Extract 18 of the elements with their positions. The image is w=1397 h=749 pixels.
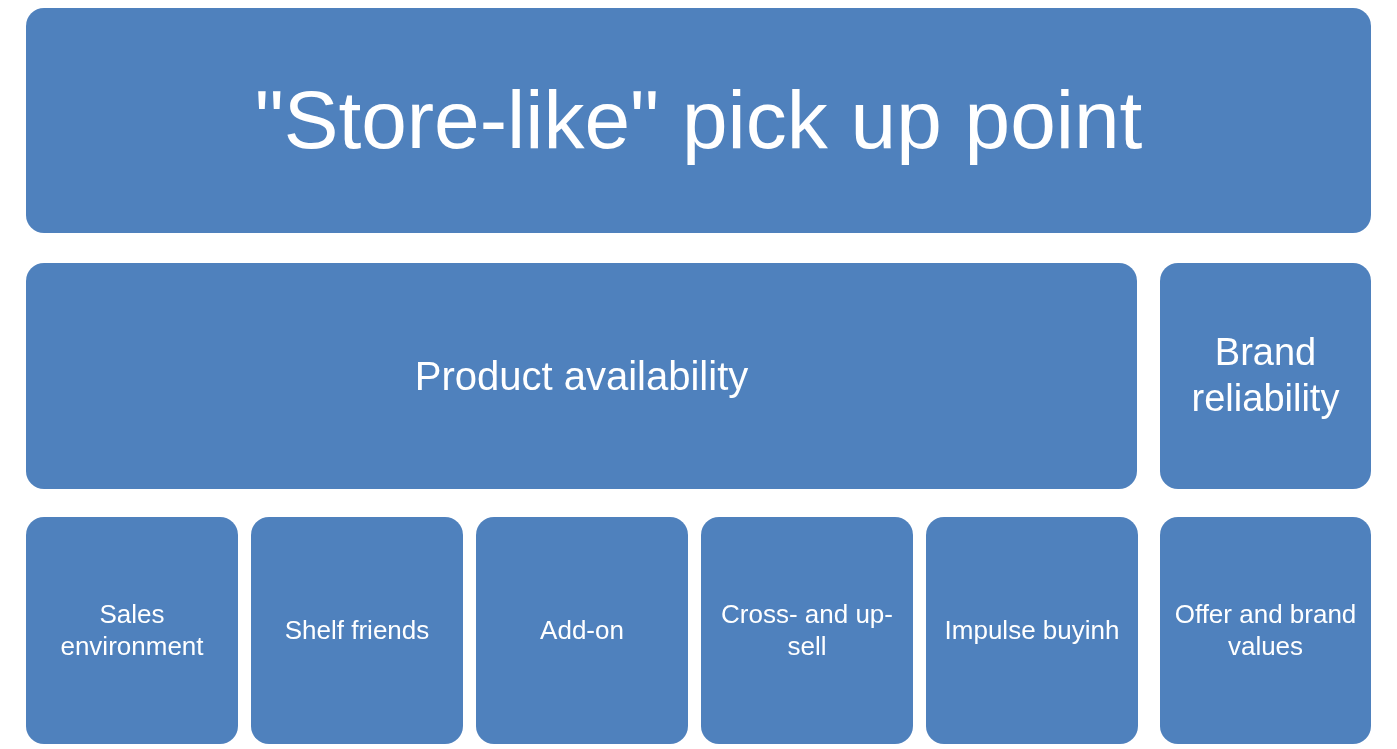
box-label: Brand reliability xyxy=(1190,330,1341,421)
box-label: Offer and brand values xyxy=(1173,599,1358,662)
box-label: Impulse buyinh xyxy=(944,614,1120,647)
box-label: "Store-like" pick up point xyxy=(254,73,1143,168)
box-label: Cross- and up-sell xyxy=(720,599,894,662)
box-label: Sales environment xyxy=(59,599,205,662)
box-label: Product availability xyxy=(414,353,749,400)
category-box xyxy=(1160,263,1371,489)
feature-box xyxy=(926,517,1138,744)
feature-box xyxy=(476,517,688,744)
box-label: Shelf friends xyxy=(284,614,430,647)
feature-box xyxy=(1160,517,1371,744)
feature-box xyxy=(251,517,463,744)
category-box xyxy=(26,263,1137,489)
feature-box xyxy=(701,517,913,744)
box-label: Add-on xyxy=(540,614,624,647)
title-banner xyxy=(26,8,1371,233)
feature-box xyxy=(26,517,238,744)
